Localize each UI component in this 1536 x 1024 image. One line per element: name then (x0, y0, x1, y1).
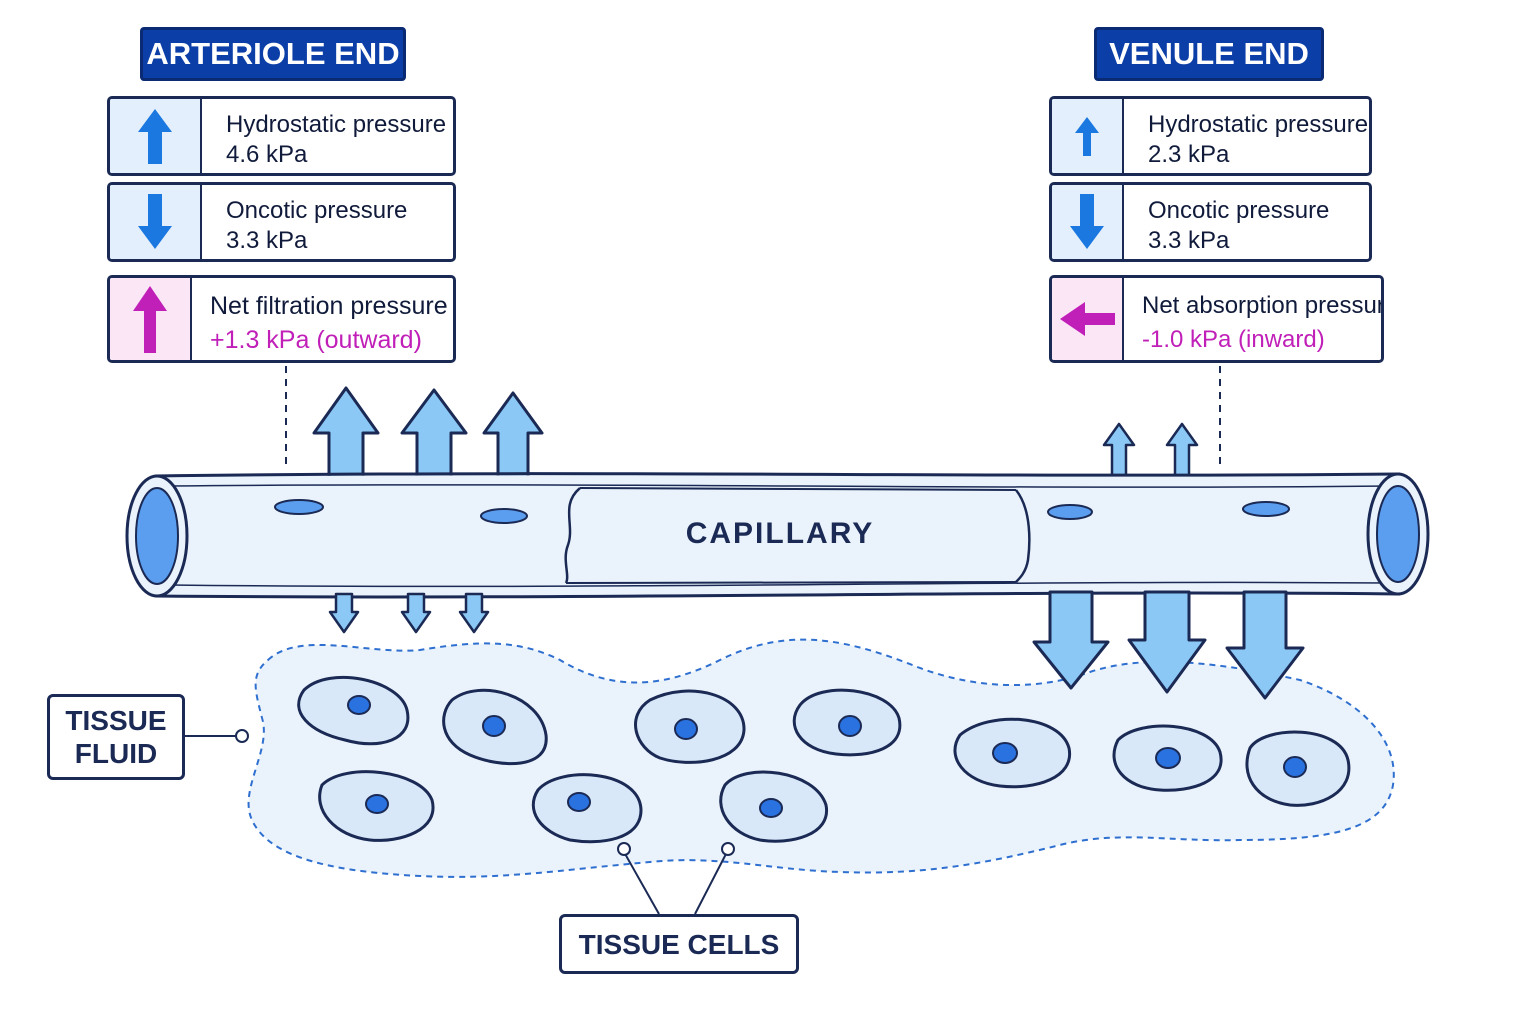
arrow-up-icon (110, 99, 202, 173)
filtration-arrows (312, 386, 544, 480)
tissue-cell (953, 717, 1072, 789)
tissue-cell (634, 689, 746, 764)
arrow-down-icon (110, 185, 202, 259)
tissue-fluid-callout (185, 729, 249, 743)
venule-hydrostatic-label: Hydrostatic pressure (1148, 111, 1369, 138)
tissue-fluid-label-line2: FLUID (74, 738, 158, 769)
tissue-cell (1245, 730, 1351, 807)
venule-oncotic-label: Oncotic pressure (1148, 197, 1330, 224)
arteriole-oncotic-label: Oncotic pressure (226, 197, 408, 224)
tissue-fluid-label: TISSUE FLUID (47, 694, 185, 780)
absorption-arrows (1032, 590, 1305, 700)
tissue-cell (792, 688, 902, 757)
tissue-cells (297, 675, 1351, 844)
outflow-arrow-1 (312, 386, 380, 480)
large-down-arrow-2 (1127, 590, 1207, 694)
arteriole-small-down-arrows (328, 592, 490, 634)
large-down-arrow-1 (1032, 590, 1110, 690)
arteriole-hydrostatic-value: 4.6 kPa (226, 141, 308, 168)
tissue-cells-callout (617, 842, 735, 915)
large-down-arrow-3 (1225, 590, 1305, 700)
capillary-top-wall (154, 472, 1401, 478)
net-filtration-value: +1.3 kPa (outward) (210, 326, 422, 354)
net-absorption-label: Net absorption pressure (1142, 292, 1384, 319)
small-up-arrow-2 (1165, 422, 1199, 478)
venule-oncotic-box: Oncotic pressure 3.3 kPa (1049, 182, 1372, 262)
tissue-cells-label: TISSUE CELLS (559, 914, 799, 974)
arrow-down-icon (1052, 185, 1124, 259)
small-down-arrow-1 (328, 592, 360, 634)
tissue-fluid-label-line1: TISSUE (65, 705, 167, 736)
small-up-arrow-1 (1102, 422, 1136, 478)
arteriole-oncotic-box: Oncotic pressure 3.3 kPa (107, 182, 456, 262)
tissue-cell (531, 773, 643, 844)
endothelial-nucleus (274, 499, 324, 515)
net-absorption-box: Net absorption pressure -1.0 kPa (inward… (1049, 275, 1384, 363)
small-down-arrow-3 (458, 592, 490, 634)
arrow-left-icon (1052, 278, 1124, 360)
arteriole-hydrostatic-box: Hydrostatic pressure 4.6 kPa (107, 96, 456, 176)
tissue-cell (719, 770, 828, 843)
venule-small-up-arrows (1102, 422, 1199, 478)
endothelial-nucleus (1047, 504, 1093, 520)
capillary-label: CAPILLARY (685, 517, 875, 550)
endothelial-nucleus (1242, 501, 1290, 517)
venule-end-title: VENULE END (1094, 27, 1324, 81)
venule-hydrostatic-value: 2.3 kPa (1148, 141, 1230, 168)
endothelial-boundary-1 (564, 487, 581, 584)
net-absorption-value: -1.0 kPa (inward) (1142, 326, 1325, 353)
small-down-arrow-2 (400, 592, 432, 634)
venule-hydrostatic-box: Hydrostatic pressure 2.3 kPa (1049, 96, 1372, 176)
tissue-cell (442, 688, 548, 766)
net-filtration-label: Net filtration pressure (210, 292, 448, 320)
arrow-up-icon (1052, 99, 1124, 173)
endothelial-nucleus (480, 508, 528, 524)
outflow-arrow-3 (482, 391, 544, 480)
arteriole-hydrostatic-label: Hydrostatic pressure (226, 111, 447, 138)
endothelial-boundary-2 (1015, 489, 1031, 583)
arteriole-oncotic-value: 3.3 kPa (226, 227, 308, 254)
net-filtration-box: Net filtration pressure +1.3 kPa (outwar… (107, 275, 456, 363)
arrow-up-icon (110, 278, 192, 360)
tissue-fluid-region (247, 638, 1395, 878)
tissue-cell (318, 770, 435, 842)
capillary-tube (125, 472, 1430, 599)
tissue-cell (297, 675, 410, 746)
arteriole-end-title: ARTERIOLE END (140, 27, 406, 81)
tissue-cell (1112, 724, 1223, 792)
outflow-arrow-2 (400, 388, 468, 480)
venule-oncotic-value: 3.3 kPa (1148, 227, 1230, 254)
